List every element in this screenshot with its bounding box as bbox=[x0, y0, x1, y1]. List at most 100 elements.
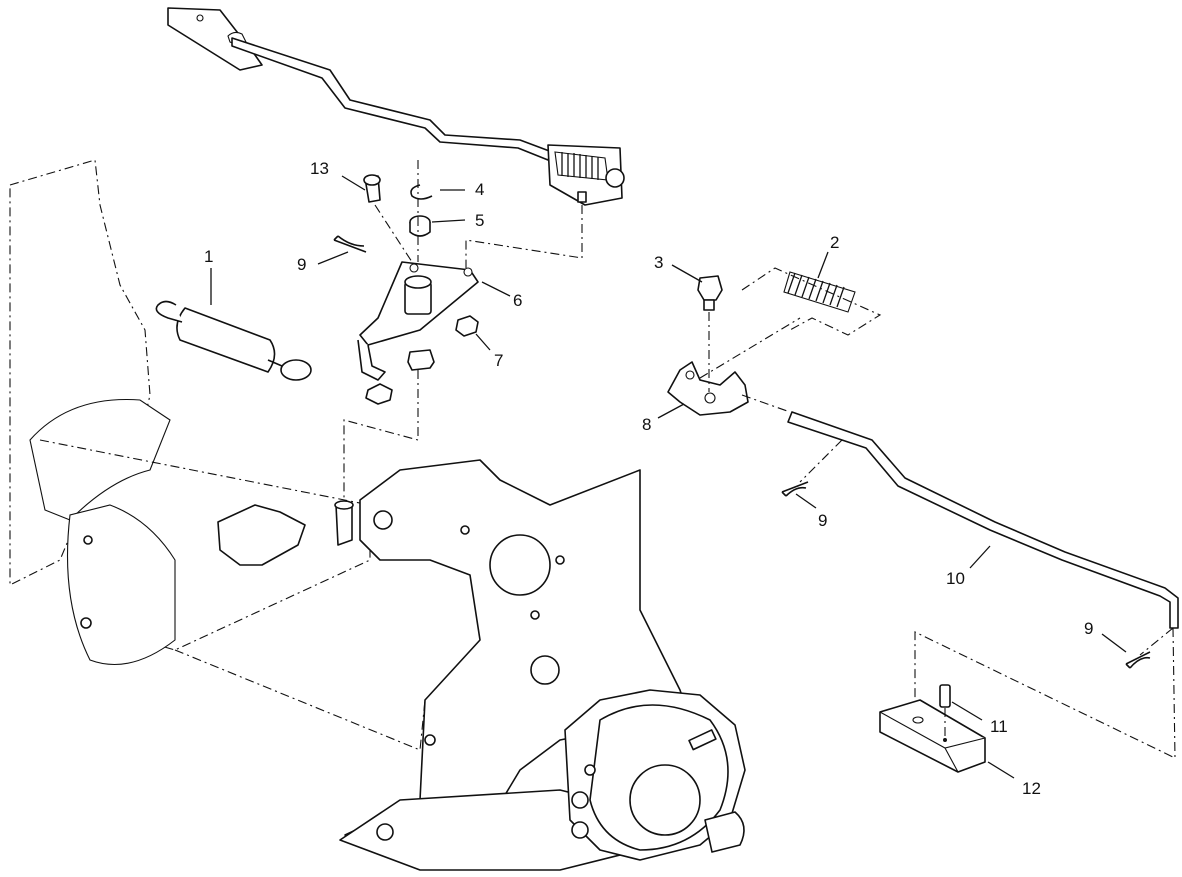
part-1-extension-spring bbox=[155, 300, 312, 381]
frame-hole bbox=[80, 617, 92, 629]
callout-4: 4 bbox=[475, 180, 484, 199]
callout-9-upper: 9 bbox=[297, 255, 306, 274]
frame-hole bbox=[424, 734, 436, 746]
bracket-hole bbox=[704, 392, 716, 404]
rod-hairpin-line bbox=[799, 439, 843, 483]
lower-bushing bbox=[407, 349, 435, 371]
callout-1: 1 bbox=[204, 247, 213, 266]
frame-hole bbox=[555, 555, 565, 565]
frame-left-tube bbox=[29, 398, 171, 521]
leader-10 bbox=[969, 545, 991, 569]
lower-nut bbox=[365, 383, 393, 405]
part-7-lock-nut bbox=[455, 315, 479, 337]
frame-bore bbox=[489, 534, 551, 596]
lower-rod bbox=[787, 411, 1179, 629]
part-8-bracket bbox=[667, 361, 749, 416]
frame-hole bbox=[373, 510, 393, 530]
callout-5: 5 bbox=[475, 211, 484, 230]
callout-6: 6 bbox=[513, 291, 522, 310]
pump-face bbox=[629, 764, 701, 836]
callout-3: 3 bbox=[654, 253, 663, 272]
spring-coils bbox=[561, 152, 599, 180]
part-10-lower-rod bbox=[781, 411, 1179, 759]
block-hole-center bbox=[943, 738, 947, 742]
leader-9-middle bbox=[795, 493, 817, 509]
pivot-stack bbox=[333, 160, 479, 546]
plate-hole bbox=[463, 267, 473, 277]
leader-2 bbox=[817, 251, 829, 279]
pump-shaft bbox=[704, 811, 745, 853]
callout-7: 7 bbox=[494, 351, 503, 370]
part-9-hairpin-lower bbox=[1125, 651, 1151, 669]
spring-body bbox=[176, 307, 276, 373]
spring-end-hook bbox=[155, 300, 183, 323]
leader-8 bbox=[657, 403, 685, 419]
frame-tube-end bbox=[66, 504, 176, 666]
part-9-hairpin-middle bbox=[781, 481, 809, 497]
frame-assembly bbox=[9, 159, 691, 871]
clevis-pin-head bbox=[363, 174, 381, 186]
part-9-hairpin-upper bbox=[333, 235, 367, 253]
spring-2-outline bbox=[741, 267, 882, 336]
leader-5 bbox=[431, 219, 466, 223]
bracket-hole bbox=[685, 370, 695, 380]
frame-hole bbox=[376, 823, 394, 841]
leader-9-upper bbox=[317, 251, 349, 265]
leader-12 bbox=[987, 761, 1015, 779]
plate-hole bbox=[409, 263, 419, 273]
upper-rod bbox=[231, 37, 553, 161]
frame-hole bbox=[460, 525, 470, 535]
upper-control-rod-assembly bbox=[167, 7, 625, 268]
spring-end-eye bbox=[280, 359, 312, 381]
yoke-nut bbox=[605, 168, 625, 188]
pump-bolt bbox=[584, 764, 596, 776]
pivot-alignment-line bbox=[343, 160, 419, 500]
clevis-alignment-line bbox=[374, 204, 413, 263]
pump-assembly bbox=[564, 689, 746, 861]
bracket-assembly bbox=[667, 267, 882, 416]
spring-2-coils bbox=[787, 272, 845, 308]
pump-slot bbox=[688, 729, 717, 751]
frame-hidden-edge bbox=[174, 649, 426, 751]
pin-block-assembly bbox=[879, 684, 986, 773]
upper-rod-paddle bbox=[167, 7, 263, 71]
callout-9-lower: 9 bbox=[1084, 619, 1093, 638]
leader-6 bbox=[481, 281, 511, 297]
pump-bolt bbox=[571, 821, 589, 839]
callout-10: 10 bbox=[946, 569, 965, 588]
part-4-e-ring bbox=[410, 184, 433, 200]
frame-hole bbox=[530, 610, 540, 620]
callout-labels: 1 2 3 4 5 6 7 8 9 9 9 10 11 12 13 bbox=[204, 159, 1093, 798]
leader-11 bbox=[951, 701, 983, 721]
rod-end-line bbox=[914, 627, 1176, 759]
frame-clip bbox=[217, 504, 306, 566]
paddle-hole bbox=[196, 14, 204, 22]
upper-rod-to-plate-line bbox=[465, 205, 583, 268]
sleeve-top bbox=[404, 275, 432, 289]
stud-top bbox=[334, 500, 354, 510]
pump-bolt bbox=[571, 791, 589, 809]
leader-3 bbox=[671, 264, 703, 283]
leader-7 bbox=[475, 333, 491, 351]
bushing-body bbox=[409, 222, 431, 237]
callout-13: 13 bbox=[310, 159, 329, 178]
frame-bore bbox=[530, 655, 560, 685]
callout-9-middle: 9 bbox=[818, 511, 827, 530]
part-11-pin bbox=[939, 684, 951, 708]
pivot-plate-arm bbox=[357, 339, 386, 381]
frame-left-plate bbox=[9, 159, 151, 586]
bracket-alignment-line bbox=[699, 312, 801, 413]
block-hole bbox=[912, 716, 924, 724]
spring-neck bbox=[267, 359, 283, 367]
frame-hole bbox=[83, 535, 93, 545]
callout-8: 8 bbox=[642, 415, 651, 434]
leader-9-lower bbox=[1101, 633, 1127, 653]
bolt-shank bbox=[703, 299, 715, 311]
callout-12: 12 bbox=[1022, 779, 1041, 798]
part-3-bolt bbox=[697, 275, 723, 301]
leader-lines bbox=[210, 175, 1127, 779]
yoke-pin bbox=[577, 191, 587, 203]
leader-13 bbox=[341, 175, 366, 191]
callout-11: 11 bbox=[990, 717, 1008, 736]
